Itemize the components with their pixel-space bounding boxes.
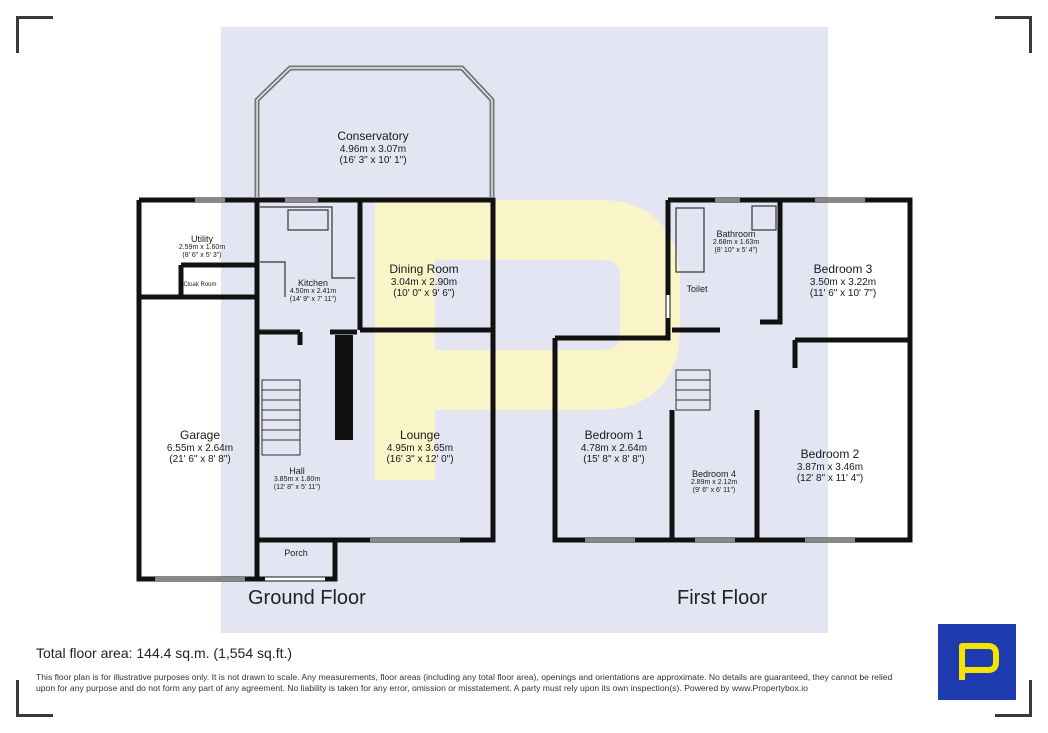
crop-mark-top-right bbox=[995, 16, 1032, 53]
ground-stairs bbox=[261, 379, 301, 456]
room-name: Hall bbox=[289, 466, 305, 476]
room-imperial: (21' 6" x 8' 8") bbox=[169, 454, 231, 466]
room-utility: Utility 2.59m x 1.60m (8' 6" x 5' 3") bbox=[179, 234, 225, 260]
chimney-breast bbox=[335, 335, 353, 440]
room-name: Bedroom 2 bbox=[800, 447, 860, 461]
room-name: Bedroom 1 bbox=[584, 428, 644, 442]
crop-mark-top-left bbox=[16, 16, 53, 53]
room-name: Kitchen bbox=[297, 278, 329, 288]
room-metric: 6.55m x 2.64m bbox=[166, 442, 234, 454]
room-metric: 3.50m x 3.22m bbox=[809, 276, 877, 288]
room-bedroom-4: Bedroom 4 2.89m x 2.12m (9' 6" x 6' 11") bbox=[691, 469, 737, 495]
room-name: Lounge bbox=[399, 428, 441, 442]
room-metric: 2.59m x 1.60m bbox=[178, 244, 226, 252]
disclaimer-text: This floor plan is for illustrative purp… bbox=[36, 672, 893, 693]
room-bedroom-2: Bedroom 2 3.87m x 3.46m (12' 8" x 11' 4"… bbox=[796, 447, 864, 485]
room-imperial: (16' 3" x 12' 0") bbox=[386, 454, 454, 466]
room-imperial: (15' 8" x 8' 8") bbox=[583, 454, 645, 466]
room-bedroom-1: Bedroom 1 4.78m x 2.64m (15' 8" x 8' 8") bbox=[580, 428, 648, 466]
room-metric: 4.78m x 2.64m bbox=[580, 442, 648, 454]
room-imperial: (12' 8" x 5' 11") bbox=[273, 484, 321, 492]
room-toilet: Toilet bbox=[686, 284, 707, 294]
crop-mark-bottom-right bbox=[995, 680, 1032, 717]
room-name: Conservatory bbox=[337, 129, 409, 143]
room-name: Porch bbox=[284, 548, 308, 558]
room-imperial: (10' 0" x 9' 6") bbox=[393, 288, 455, 300]
room-garage: Garage 6.55m x 2.64m (21' 6" x 8' 8") bbox=[166, 428, 234, 466]
first-floor-label: First Floor bbox=[677, 587, 767, 609]
room-name: Bathroom bbox=[716, 229, 756, 239]
room-metric: 4.96m x 3.07m bbox=[339, 143, 407, 155]
room-imperial: (8' 10" x 5' 4") bbox=[714, 247, 758, 255]
room-imperial: (9' 6" x 6' 11") bbox=[692, 487, 736, 495]
room-bathroom: Bathroom 2.68m x 1.63m (8' 10" x 5' 4") bbox=[713, 229, 759, 255]
room-cloak-room: Cloak Room bbox=[183, 282, 216, 289]
crop-mark-bottom-left bbox=[16, 680, 53, 717]
ground-floor-label: Ground Floor bbox=[248, 587, 366, 609]
room-name: Bedroom 3 bbox=[813, 262, 873, 276]
room-name: Utility bbox=[191, 234, 213, 244]
room-metric: 3.04m x 2.90m bbox=[390, 276, 458, 288]
room-name: Dining Room bbox=[389, 262, 459, 276]
first-stairs bbox=[675, 369, 711, 411]
room-name: Garage bbox=[179, 428, 221, 442]
room-metric: 4.95m x 3.65m bbox=[386, 442, 454, 454]
room-name: Cloak Room bbox=[183, 282, 217, 288]
room-metric: 2.89m x 2.12m bbox=[690, 479, 738, 487]
room-imperial: (12' 8" x 11' 4") bbox=[796, 473, 864, 485]
room-imperial: (11' 6" x 10' 7") bbox=[809, 288, 877, 300]
room-name: Bedroom 4 bbox=[691, 469, 737, 479]
room-metric: 4.50m x 2.41m bbox=[289, 288, 337, 296]
room-imperial: (8' 6" x 5' 3") bbox=[182, 252, 222, 260]
room-porch: Porch bbox=[284, 548, 308, 558]
room-metric: 2.68m x 1.63m bbox=[712, 239, 760, 247]
room-conservatory: Conservatory 4.96m x 3.07m (16' 3" x 10'… bbox=[337, 129, 409, 167]
room-imperial: (16' 3" x 10' 1") bbox=[339, 155, 407, 167]
room-metric: 3.87m x 3.46m bbox=[796, 461, 864, 473]
room-dining-room: Dining Room 3.04m x 2.90m (10' 0" x 9' 6… bbox=[389, 262, 459, 300]
room-metric: 3.85m x 1.80m bbox=[273, 476, 321, 484]
room-name: Toilet bbox=[686, 284, 708, 294]
logo-mark bbox=[959, 643, 999, 680]
room-imperial: (14' 9" x 7' 11") bbox=[289, 296, 337, 304]
room-lounge: Lounge 4.95m x 3.65m (16' 3" x 12' 0") bbox=[386, 428, 454, 466]
room-hall: Hall 3.85m x 1.80m (12' 8" x 5' 11") bbox=[274, 466, 320, 492]
room-bedroom-3: Bedroom 3 3.50m x 3.22m (11' 6" x 10' 7"… bbox=[809, 262, 877, 300]
room-kitchen: Kitchen 4.50m x 2.41m (14' 9" x 7' 11") bbox=[290, 278, 336, 304]
plan-background bbox=[221, 27, 828, 633]
propertybox-p-icon bbox=[938, 624, 1016, 700]
total-floor-area: Total floor area: 144.4 sq.m. (1,554 sq.… bbox=[36, 645, 293, 661]
propertybox-p-watermark bbox=[375, 200, 680, 480]
